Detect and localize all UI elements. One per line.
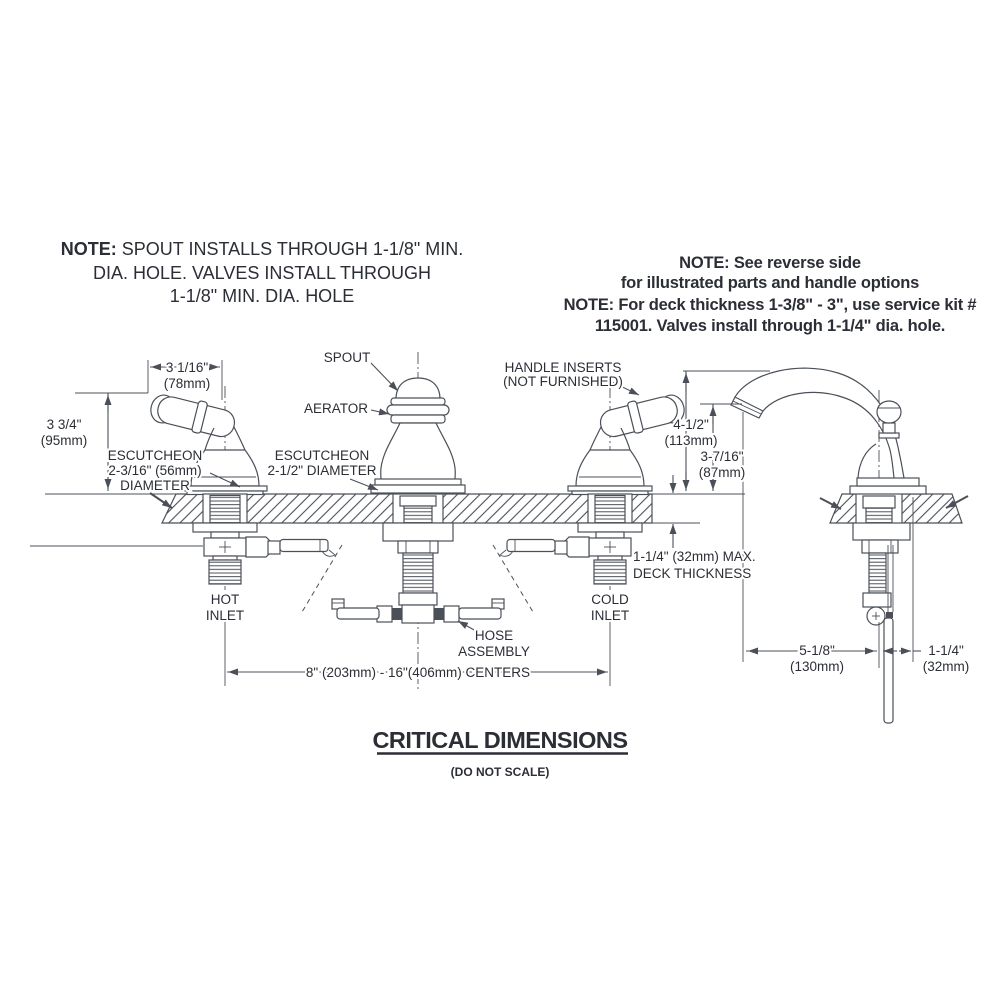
dimension-texts: 3 1/16" (78mm) 3 3/4" (95mm) 4-1/2" (113…	[39, 358, 972, 682]
deck-thickness-label-line1: 1-1/4" (32mm) MAX.	[633, 549, 756, 564]
section-cut-arrows	[819, 495, 969, 510]
note-left-bold-prefix: NOTE:	[61, 239, 117, 259]
part-labels: SPOUT AERATOR HANDLE INSERTS (NOT FURNIS…	[106, 348, 758, 661]
note-right-line3: NOTE: For deck thickness 1-3/8" - 3", us…	[564, 296, 977, 314]
leader-arrows	[149, 362, 640, 632]
dim-spout-reach-mm: (130mm)	[790, 659, 844, 674]
note-right-line1: NOTE: See reverse side	[679, 254, 861, 272]
page-subtitle: (DO NOT SCALE)	[451, 765, 550, 779]
dim-spout-outlet-height-in: 3-7/16"	[700, 449, 743, 464]
dimension-lines	[75, 360, 921, 686]
escutcheon-left-label-line3: DIAMETER	[120, 478, 190, 493]
dim-spout-outlet-height-mm: (87mm)	[699, 465, 746, 480]
hot-inlet-label-line2: INLET	[206, 608, 244, 623]
note-right-line4: 115001. Valves install through 1-1/4" di…	[595, 317, 945, 335]
dim-faucet-height-in: 4-1/2"	[673, 417, 709, 432]
cold-inlet-label-line2: INLET	[591, 608, 629, 623]
dim-spout-reach-in: 5-1/8"	[799, 643, 835, 658]
dim-spout-offset-mm: (32mm)	[923, 659, 970, 674]
dim-faucet-height-mm: (113mm)	[664, 433, 717, 448]
note-left-line1-rest: SPOUT INSTALLS THROUGH 1-1/8" MIN.	[117, 239, 463, 259]
note-left-line2: DIA. HOLE. VALVES INSTALL THROUGH	[93, 263, 431, 283]
dim-handle-height-mm: (95mm)	[41, 433, 88, 448]
note-right: NOTE: See reverse side for illustrated p…	[564, 254, 977, 335]
spout-front-view	[301, 377, 534, 624]
note-left-line1: NOTE: SPOUT INSTALLS THROUGH 1-1/8" MIN.	[61, 239, 463, 259]
page-title: CRITICAL DIMENSIONS	[372, 727, 627, 753]
dim-inlet-centers: 8" (203mm) - 16"(406mm) CENTERS	[306, 665, 530, 680]
handle-inserts-label-line1: HANDLE INSERTS	[505, 360, 622, 375]
hot-inlet-label-line1: HOT	[211, 592, 240, 607]
escutcheon-left-label-line1: ESCUTCHEON	[108, 448, 203, 463]
handle-inserts-label-line2: (NOT FURNISHED)	[503, 374, 623, 389]
spout-label: SPOUT	[324, 350, 371, 365]
escutcheon-center-label-line2: 2-1/2" DIAMETER	[267, 463, 376, 478]
dim-handle-reach-mm: (78mm)	[164, 376, 211, 391]
note-left: NOTE: SPOUT INSTALLS THROUGH 1-1/8" MIN.…	[61, 239, 463, 306]
spout-side-view	[730, 367, 969, 724]
note-right-line2: for illustrated parts and handle options	[621, 274, 919, 292]
deck-thickness-label-line2: DECK THICKNESS	[633, 566, 751, 581]
escutcheon-left-label-line2: 2-3/16" (56mm)	[108, 463, 201, 478]
hose-assembly-label-line2: ASSEMBLY	[458, 644, 530, 659]
dim-handle-height-in: 3 3/4"	[47, 417, 82, 432]
title-block: CRITICAL DIMENSIONS (DO NOT SCALE)	[372, 727, 628, 779]
hose-assembly-label-line1: HOSE	[475, 628, 513, 643]
dim-spout-offset-in: 1-1/4"	[928, 643, 964, 658]
escutcheon-center-label-line1: ESCUTCHEON	[275, 448, 370, 463]
aerator-label: AERATOR	[304, 401, 368, 416]
dim-handle-reach-in: 3 1/16"	[166, 360, 209, 375]
note-left-line3: 1-1/8" MIN. DIA. HOLE	[170, 286, 354, 306]
cold-inlet-label-line1: COLD	[591, 592, 629, 607]
